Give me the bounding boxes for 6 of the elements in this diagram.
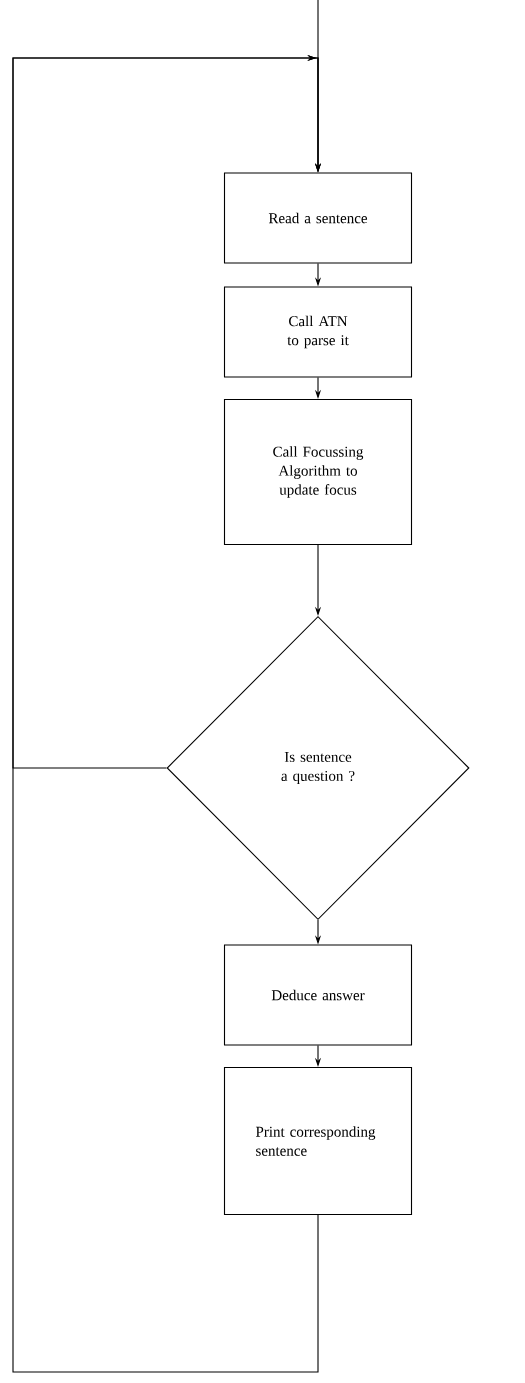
- process-box: Print corresponding sentence: [223, 1066, 413, 1216]
- process-box: Call ATN to parse it: [223, 286, 413, 378]
- process-box: Deduce answer: [223, 944, 413, 1046]
- process-box: Call Focussing Algorithm to update focus: [223, 398, 413, 546]
- process-box: Read a sentence: [223, 172, 413, 264]
- arrow: [12, 54, 322, 1373]
